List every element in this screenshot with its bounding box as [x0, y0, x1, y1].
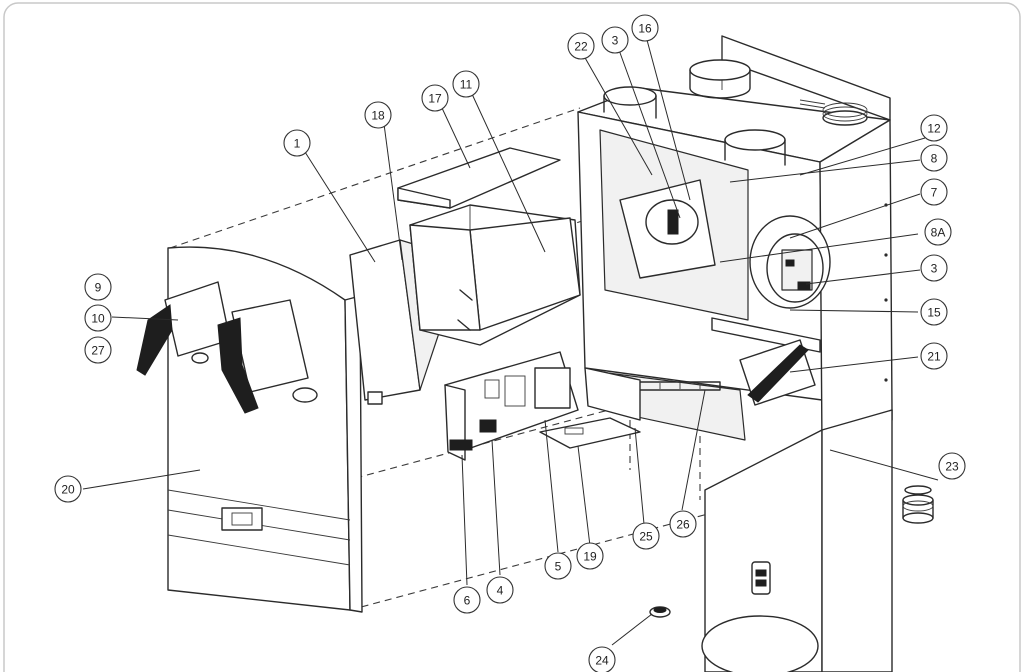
callout-label: 12 — [927, 122, 941, 136]
callout-label: 10 — [91, 312, 105, 326]
control-board — [444, 351, 579, 461]
callout-label: 27 — [91, 344, 105, 358]
callout-c4: 4 — [486, 576, 514, 604]
callout-circle — [576, 542, 604, 570]
spigot-23 — [902, 485, 934, 524]
callout-c15: 15 — [920, 298, 948, 326]
callout-label: 18 — [371, 109, 385, 123]
callout-label: 1 — [294, 137, 301, 151]
callout-circle — [920, 144, 948, 172]
callout-circle — [283, 129, 311, 157]
callout-circle — [567, 32, 595, 60]
callout-c17: 17 — [421, 84, 449, 112]
callout-circle — [421, 84, 449, 112]
callout-circle — [920, 114, 948, 142]
callout-label: 21 — [927, 350, 941, 364]
callout-label: 24 — [595, 654, 609, 668]
callout-c27: 27 — [84, 336, 112, 364]
callout-circle — [54, 475, 82, 503]
callout-c20: 20 — [54, 475, 82, 503]
plug-24 — [649, 606, 671, 618]
callout-c9: 9 — [84, 273, 112, 301]
callout-circle — [601, 26, 629, 54]
callout-bubbles: 1 18 17 11 22 3 16 12 8 7 8A 3 15 21 9 10 27 20 23 25 26 5 19 6… — [54, 14, 966, 672]
leader-lines — [82, 39, 939, 646]
callout-label: 25 — [639, 530, 653, 544]
callout-circle — [920, 178, 948, 206]
callout-label: 9 — [95, 281, 102, 295]
callout-circle — [544, 552, 572, 580]
diagram-frame — [3, 2, 1021, 672]
callout-c8a: 8A — [924, 218, 952, 246]
main-housing — [577, 35, 893, 459]
callout-circle — [920, 298, 948, 326]
callout-circle — [452, 70, 480, 98]
callout-c7: 7 — [920, 178, 948, 206]
callout-circle — [632, 522, 660, 550]
callout-circle — [920, 254, 948, 282]
callout-circle — [669, 510, 697, 538]
callout-circle — [920, 342, 948, 370]
callout-c1: 1 — [283, 129, 311, 157]
heat-exchanger — [409, 204, 581, 346]
callout-circle — [588, 646, 616, 672]
callout-label: 8A — [931, 226, 946, 240]
callout-c11: 11 — [452, 70, 480, 98]
callout-circle — [453, 586, 481, 614]
callout-c3b: 3 — [920, 254, 948, 282]
callout-label: 19 — [583, 550, 597, 564]
callout-c21: 21 — [920, 342, 948, 370]
callout-circle — [84, 336, 112, 364]
callout-circle — [631, 14, 659, 42]
callout-label: 5 — [555, 560, 562, 574]
bottom-plate — [539, 417, 641, 449]
callout-label: 6 — [464, 594, 471, 608]
callout-label: 3 — [931, 262, 938, 276]
callout-circle — [84, 304, 112, 332]
callout-circle — [84, 273, 112, 301]
callout-label: 8 — [931, 152, 938, 166]
callout-label: 22 — [574, 40, 588, 54]
callout-circle — [486, 576, 514, 604]
callout-label: 3 — [612, 34, 619, 48]
callout-circle — [364, 101, 392, 129]
callout-circle — [924, 218, 952, 246]
callout-circle — [938, 452, 966, 480]
callout-label: 20 — [61, 483, 75, 497]
callout-label: 26 — [676, 518, 690, 532]
callout-label: 7 — [931, 186, 938, 200]
callout-c3a: 3 — [601, 26, 629, 54]
callout-c8: 8 — [920, 144, 948, 172]
callout-c6: 6 — [453, 586, 481, 614]
callout-c5: 5 — [544, 552, 572, 580]
callout-label: 15 — [927, 306, 941, 320]
callout-label: 11 — [460, 78, 473, 92]
callout-label: 23 — [945, 460, 959, 474]
callout-c26: 26 — [669, 510, 697, 538]
callout-c18: 18 — [364, 101, 392, 129]
lower-stand — [701, 409, 893, 672]
callout-c24: 24 — [588, 646, 616, 672]
callout-c22: 22 — [567, 32, 595, 60]
filter-assemblies — [136, 281, 318, 414]
callout-c12: 12 — [920, 114, 948, 142]
callout-c10: 10 — [84, 304, 112, 332]
callout-label: 4 — [497, 584, 504, 598]
callout-c16: 16 — [631, 14, 659, 42]
callout-label: 16 — [638, 22, 652, 36]
top-bracket — [397, 147, 561, 209]
callout-c19: 19 — [576, 542, 604, 570]
callout-c23: 23 — [938, 452, 966, 480]
callout-label: 17 — [428, 92, 442, 106]
callout-c25: 25 — [632, 522, 660, 550]
